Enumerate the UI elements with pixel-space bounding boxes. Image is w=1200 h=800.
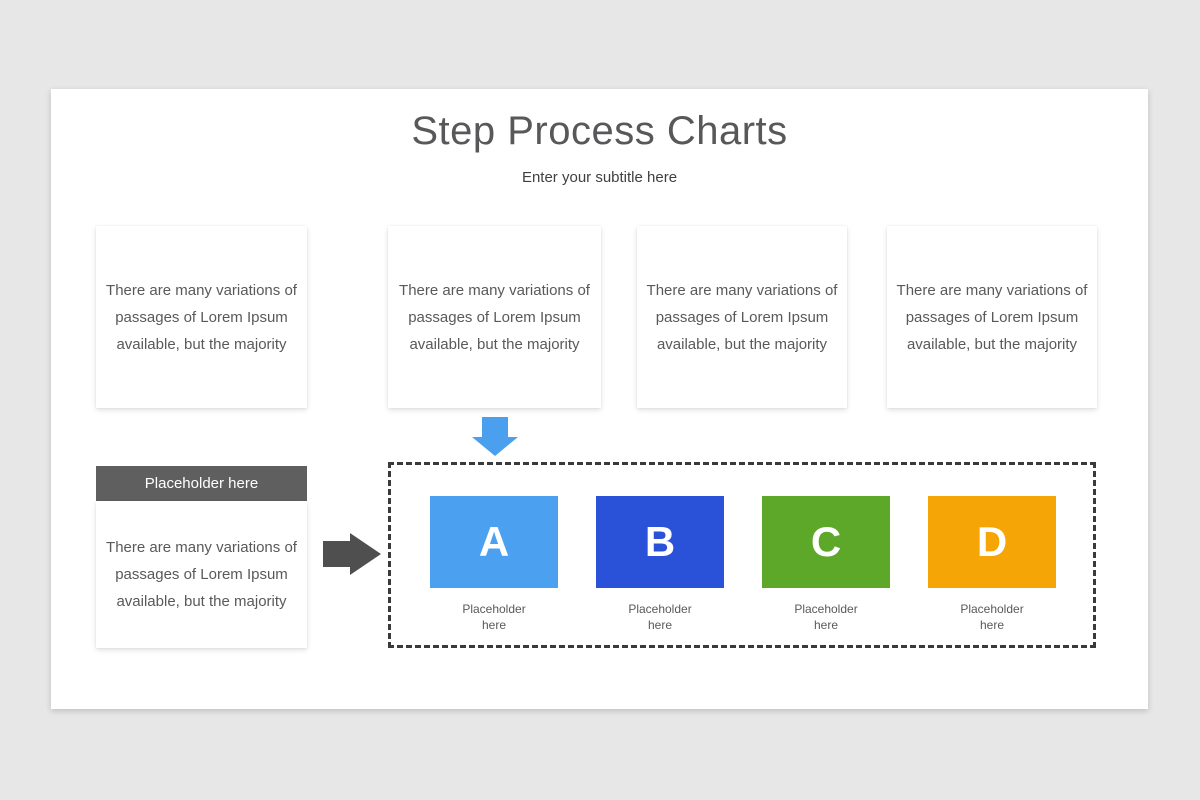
step-box-b: B [596, 496, 724, 588]
info-card-2: There are many variations of passages of… [388, 226, 601, 408]
process-step-a: A Placeholder here [430, 496, 558, 634]
step-box-c: C [762, 496, 890, 588]
process-steps-container: A Placeholder here B Placeholder here C … [388, 462, 1096, 648]
info-card-3-text: There are many variations of passages of… [646, 281, 838, 353]
info-card-1-text: There are many variations of passages of… [106, 281, 297, 353]
step-box-d: D [928, 496, 1056, 588]
arrow-down-head [471, 437, 518, 456]
step-label-a: Placeholder here [462, 602, 526, 632]
step-letter-c: C [810, 518, 842, 565]
step-letter-b: B [644, 518, 676, 565]
left-info-card: There are many variations of passages of… [96, 501, 307, 648]
info-card-4-text: There are many variations of passages of… [896, 281, 1088, 353]
arrow-right-head [350, 533, 381, 575]
step-box-a: A [430, 496, 558, 588]
slide-title: Step Process Charts [411, 109, 788, 153]
info-card-1: There are many variations of passages of… [96, 226, 307, 408]
arrow-down-shaft [481, 417, 508, 437]
slide-canvas: Step Process Charts Enter your subtitle … [51, 89, 1148, 709]
placeholder-header-bar: Placeholder here [96, 466, 307, 501]
arrow-down-icon [471, 417, 518, 456]
step-label-d: Placeholder here [960, 602, 1024, 632]
arrow-right-shaft [323, 541, 350, 567]
step-letter-d: D [976, 518, 1008, 565]
info-card-2-text: There are many variations of passages of… [399, 281, 590, 353]
step-label-b: Placeholder here [628, 602, 692, 632]
step-label-c: Placeholder here [794, 602, 858, 632]
process-step-b: B Placeholder here [596, 496, 724, 634]
process-step-d: D Placeholder here [928, 496, 1056, 634]
process-step-c: C Placeholder here [762, 496, 890, 634]
placeholder-header-label: Placeholder here [144, 475, 259, 492]
info-card-4: There are many variations of passages of… [887, 226, 1097, 408]
left-info-card-text: There are many variations of passages of… [106, 539, 297, 610]
arrow-right-icon [323, 533, 381, 575]
step-letter-a: A [478, 518, 510, 565]
slide-subtitle: Enter your subtitle here [521, 169, 678, 186]
info-card-3: There are many variations of passages of… [637, 226, 847, 408]
